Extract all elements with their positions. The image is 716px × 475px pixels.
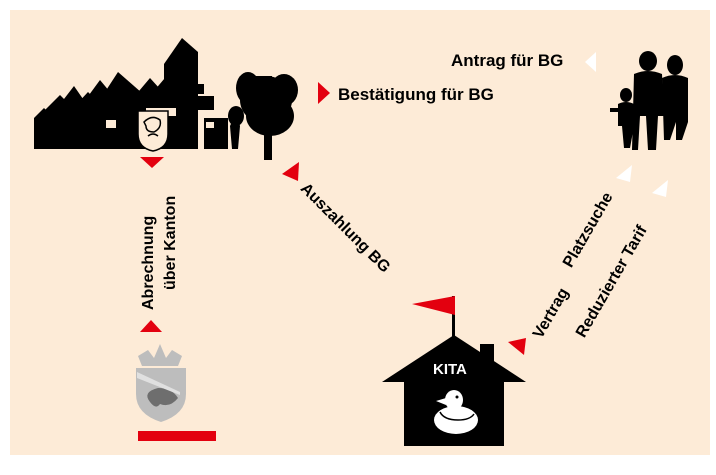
bestaetigung-label: Bestätigung für BG [338,85,494,104]
bern-coat-of-arms-icon [136,344,186,422]
arrow-white-lower [652,180,668,197]
arrow-white-upper [616,165,632,182]
family-silhouette-icon [610,51,688,150]
arrow-red-auszahlung [282,162,299,181]
municipal-coat-of-arms-icon [137,110,169,152]
arrow-down-red [140,157,164,168]
duck-icon [434,390,478,434]
kita-house-icon [382,296,526,446]
ueber-kanton-label: über Kanton [162,195,179,290]
arrow-red-vertrag [508,338,526,355]
flag-icon [412,296,455,315]
arrow-up-red [140,320,162,332]
antrag-label: Antrag für BG [451,51,564,70]
kita-label: KITA [433,361,467,378]
arrow-left-white [585,52,596,72]
canton-red-bar [138,431,216,441]
arrow-right-red [318,82,330,104]
abrechnung-label: Abrechnung [140,215,157,310]
